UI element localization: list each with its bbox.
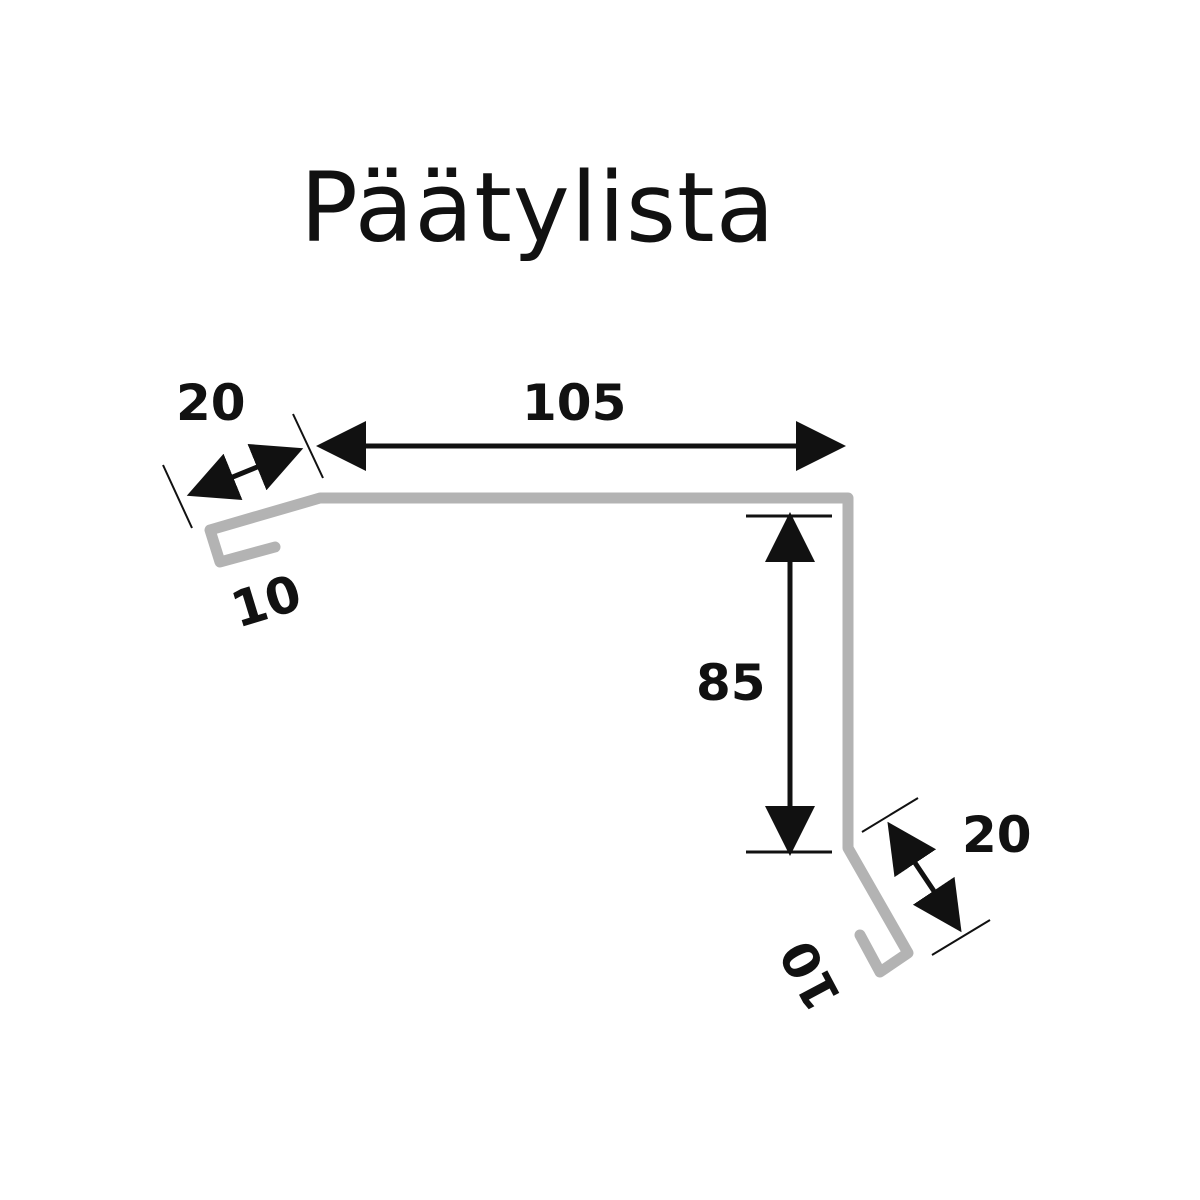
dimension-arrow-bottom-flange — [887, 821, 962, 933]
extension-line-bottom-b — [931, 919, 991, 956]
extension-line-top-left-b — [292, 413, 324, 479]
profile-outline — [204, 492, 914, 978]
dimension-label-top-flange: 20 — [176, 374, 246, 432]
dimension-arrow-top-flange — [186, 443, 304, 501]
dimension-label-left-hem: 10 — [225, 564, 309, 640]
extension-line-bottom-a — [861, 797, 919, 833]
dimension-label-bottom-hem: 10 — [769, 931, 853, 1020]
dimension-label-bottom-flange: 20 — [962, 806, 1032, 864]
dimension-label-top-width: 105 — [522, 374, 626, 432]
dimension-label-height: 85 — [696, 654, 766, 712]
extension-line-top-left-a — [162, 464, 193, 529]
page-title: Päätylista — [300, 152, 776, 264]
